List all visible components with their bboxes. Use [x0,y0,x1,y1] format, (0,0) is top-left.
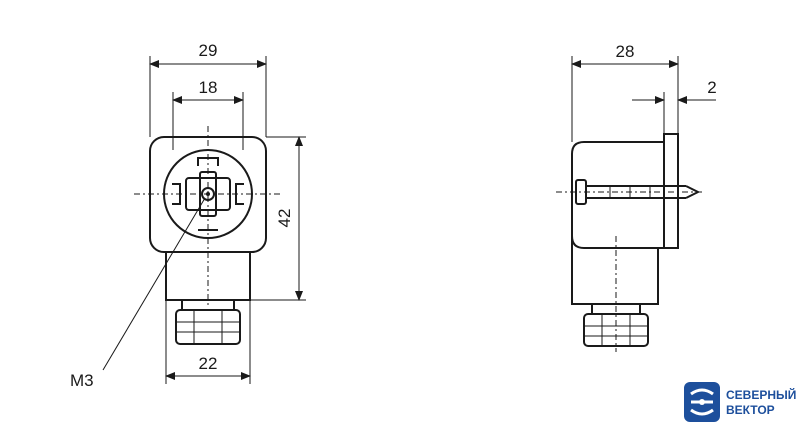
dimension-22: 22 [165,300,251,384]
front-view: 29 18 42 22 M3 [70,41,306,390]
dimension-29: 29 [149,41,267,137]
dimension-28-label: 28 [616,42,635,61]
logo-line-2: ВЕКТОР [726,403,775,417]
dimension-22-label: 22 [199,354,218,373]
dimension-18-label: 18 [199,78,218,97]
dimension-28: 28 [571,42,679,142]
logo-line-1: СЕВЕРНЫЙ [726,387,796,402]
side-neck [571,236,659,305]
thread-callout: M3 [70,197,206,390]
dimension-29-label: 29 [199,41,218,60]
dimension-42: 42 [250,136,306,301]
thread-callout-label: M3 [70,371,94,390]
dimension-18: 18 [172,78,244,150]
side-view: 28 2 [556,42,717,352]
dimension-2: 2 [632,78,717,134]
dimension-2-label: 2 [707,78,716,97]
company-logo: СЕВЕРНЫЙ ВЕКТОР [684,382,796,422]
front-cable-gland [175,299,241,345]
dimension-42-label: 42 [275,209,294,228]
side-flange [663,133,679,249]
logo-mark-icon [684,382,720,422]
